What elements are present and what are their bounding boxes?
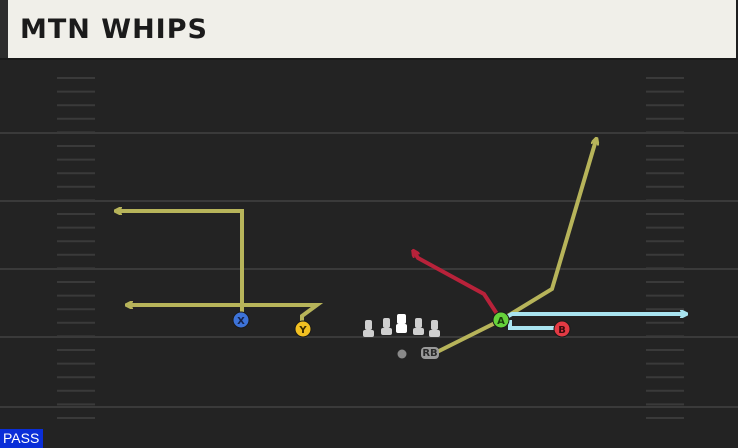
lineman-right-tackle xyxy=(429,320,440,337)
yard-lines xyxy=(0,132,738,408)
player-rb[interactable]: RB xyxy=(421,347,439,359)
hash-marks-left xyxy=(57,77,95,419)
route-rb-wheel xyxy=(436,140,596,354)
player-y-label: Y xyxy=(298,325,307,336)
route-b-short xyxy=(508,320,561,330)
player-x-label: X xyxy=(237,316,245,327)
player-a-label: A xyxy=(497,316,505,327)
player-b[interactable]: B xyxy=(553,320,571,338)
offensive-line xyxy=(363,314,440,337)
play-title-bar: MTN WHIPS xyxy=(0,0,738,58)
hash-marks-right xyxy=(646,77,684,419)
route-x-out-top xyxy=(117,211,244,318)
play-title: MTN WHIPS xyxy=(20,14,208,45)
player-rb-label: RB xyxy=(422,348,437,359)
player-a[interactable]: A xyxy=(492,311,510,329)
player-y[interactable]: Y xyxy=(294,320,312,338)
play-type-badge: PASS xyxy=(0,429,44,448)
quarterback-marker[interactable] xyxy=(397,349,407,359)
lineman-left-tackle xyxy=(363,320,374,337)
title-accent-stripe xyxy=(0,0,8,58)
lineman-right-guard xyxy=(413,318,424,335)
route-y-out xyxy=(128,305,324,322)
route-red-post xyxy=(414,252,503,322)
lineman-center xyxy=(396,314,407,333)
player-x[interactable]: X xyxy=(232,311,250,329)
player-b-label: B xyxy=(558,325,566,336)
lineman-left-guard xyxy=(381,318,392,335)
